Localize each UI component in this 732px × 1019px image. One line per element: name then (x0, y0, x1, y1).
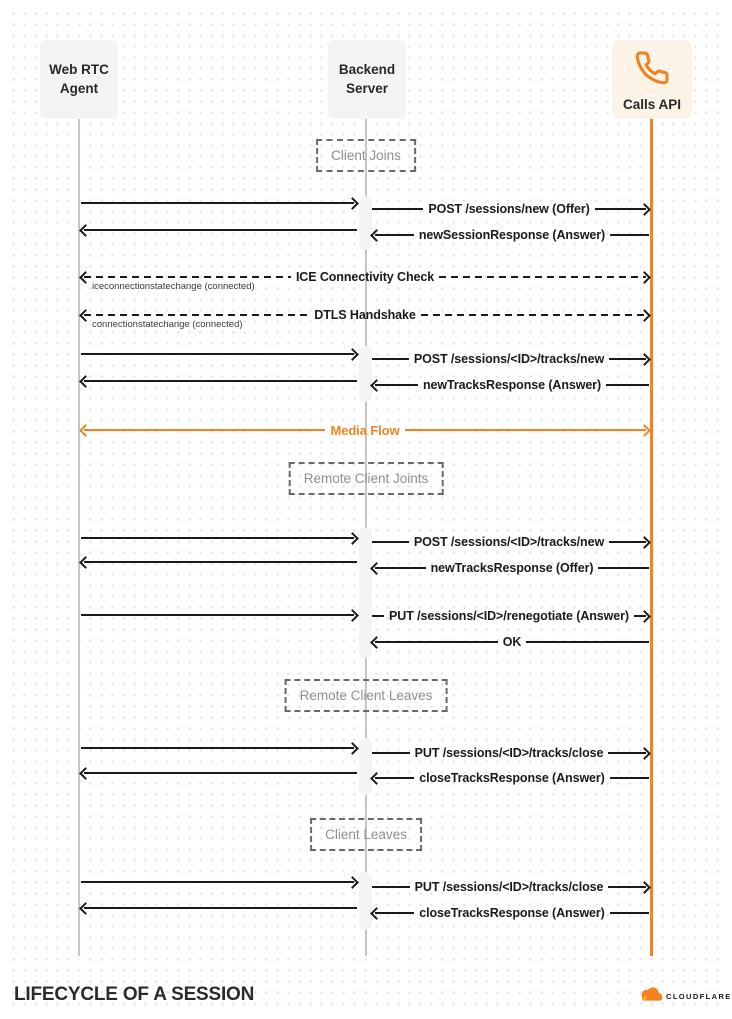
arrow-line (84, 906, 357, 910)
arrow-line (84, 560, 357, 564)
arrow-line (439, 275, 646, 279)
arrow-line (598, 566, 649, 570)
message-label: PUT /sessions/<ID>/tracks/close (414, 880, 604, 894)
activation-bar (359, 196, 372, 250)
message-label: closeTracksResponse (Answer) (419, 906, 605, 920)
lifeline-webrtc-agent (78, 119, 80, 956)
page-title: LIFECYCLE OF A SESSION (14, 984, 255, 1005)
arrow-line (608, 751, 647, 755)
cloudflare-logo: CLOUDFLARE (638, 986, 732, 1007)
phone-icon (634, 50, 670, 91)
arrow-line (375, 566, 426, 570)
actor-webrtc-agent: Web RTC Agent (40, 40, 118, 119)
actor-label: Web RTC (49, 62, 109, 78)
message-label: Media Flow (330, 422, 400, 438)
arrow-line (372, 885, 410, 889)
lifeline-calls-api (650, 119, 653, 956)
arrow-line (84, 275, 291, 279)
arrow-line (372, 614, 385, 618)
section-label: Client Leaves (325, 827, 407, 842)
activation-bar (359, 738, 372, 795)
arrow-line (84, 771, 357, 775)
actor-label: Backend (338, 62, 396, 78)
arrow-line (609, 776, 650, 780)
event-note-ice: iceconnectionstatechange (connected) (92, 281, 255, 292)
arrow-line (633, 614, 646, 618)
arrow-line (372, 540, 409, 544)
section-label: Remote Client Leaves (299, 688, 433, 703)
activation-bar (359, 872, 372, 930)
message-label: newSessionResponse (Answer) (418, 228, 606, 242)
section-client-leaves: Client Leaves (310, 818, 422, 851)
arrow-line (610, 233, 649, 237)
message-label: POST /sessions/new (Offer) (428, 202, 590, 216)
arrow-line (375, 911, 415, 915)
message-label: PUT /sessions/<ID>/renegotiate (Answer) (389, 609, 629, 623)
actor-label: Server (345, 80, 389, 96)
arrow-line (375, 776, 415, 780)
arrow-line (594, 207, 646, 211)
arrow-line (608, 885, 647, 889)
arrow-line (84, 379, 357, 383)
arrow-line (372, 207, 424, 211)
cloudflare-cloud-icon (638, 986, 663, 1007)
arrow-line (375, 233, 414, 237)
arrow-line (81, 536, 354, 540)
activation-bar (359, 346, 372, 402)
arrow-line (84, 228, 357, 232)
message-label: PUT /sessions/<ID>/tracks/close (414, 746, 604, 760)
event-note-dtls: connectionstatechange (connected) (92, 319, 243, 330)
actor-label: Agent (59, 80, 99, 96)
section-remote-client-leaves: Remote Client Leaves (284, 679, 448, 712)
arrow-line (372, 357, 409, 361)
message-label: DTLS Handshake (314, 308, 416, 322)
arrow-line (81, 880, 354, 884)
arrow-line (609, 540, 646, 544)
arrow-line (375, 640, 498, 644)
actor-label: Calls API (622, 97, 682, 112)
message-label: OK (502, 635, 522, 649)
arrow-line (81, 201, 354, 205)
arrow-line (81, 352, 354, 356)
message-label: POST /sessions/<ID>/tracks/new (413, 352, 605, 366)
message-label: newTracksResponse (Answer) (422, 378, 602, 392)
arrow-line (609, 357, 646, 361)
arrow-line (375, 383, 418, 387)
arrow-line (526, 640, 649, 644)
message-label: closeTracksResponse (Answer) (419, 771, 605, 785)
arrow-line (84, 313, 310, 317)
message-label: ICE Connectivity Check (295, 270, 435, 284)
actor-calls-api: Calls API (612, 40, 692, 119)
arrow-line (81, 746, 354, 750)
actor-backend-server: Backend Server (328, 40, 406, 119)
message-label: POST /sessions/<ID>/tracks/new (413, 535, 605, 549)
arrow-line (609, 911, 650, 915)
section-label: Remote Client Joints (303, 471, 429, 486)
arrow-line (606, 383, 649, 387)
arrow-line (372, 751, 410, 755)
section-remote-client-joins: Remote Client Joints (288, 462, 444, 495)
arrow-line (81, 613, 354, 617)
activation-bar (359, 528, 372, 658)
arrow-line (84, 428, 326, 432)
arrow-line (404, 428, 646, 432)
section-label: Client Joins (331, 148, 401, 163)
cloudflare-brand-text: CLOUDFLARE (666, 992, 732, 1001)
section-client-joins: Client Joins (316, 139, 416, 172)
message-label: newTracksResponse (Offer) (430, 561, 594, 575)
arrow-line (420, 313, 646, 317)
